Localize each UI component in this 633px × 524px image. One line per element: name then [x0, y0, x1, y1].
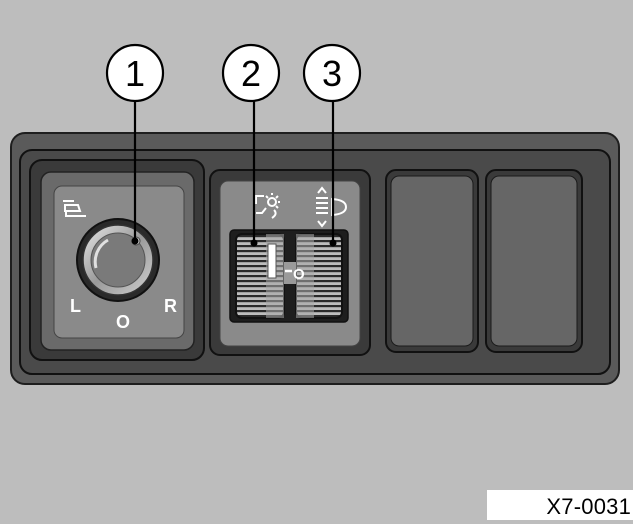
mirror-switch: L O R [29, 159, 205, 361]
callout-leaders [133, 100, 335, 243]
callout-2: 2 [221, 43, 281, 103]
headlamp-level-wheel[interactable] [295, 233, 343, 319]
callout-dots [131, 237, 337, 247]
mirror-right-label: R [164, 296, 177, 316]
callout-3-number: 3 [322, 53, 342, 94]
mirror-adjust-knob[interactable] [76, 218, 160, 302]
blank-switch-2 [485, 169, 583, 353]
callout-1-number: 1 [125, 53, 145, 94]
wheel-switch-module: O [209, 169, 371, 356]
headlamp-leveling-icon [316, 186, 348, 228]
callout-1: 1 [105, 43, 165, 103]
mirror-left-label: L [70, 296, 81, 316]
mirror-center-label: O [116, 312, 130, 332]
panel-dimmer-wheel[interactable] [235, 233, 285, 319]
leveling-zero-mark: O [284, 262, 305, 284]
mirror-icon [63, 200, 86, 217]
dashboard-light-icon [255, 193, 280, 219]
figure-id-label: X7-0031 [487, 490, 633, 520]
leveling-position-label: O [293, 266, 305, 283]
callout-3: 3 [302, 43, 362, 103]
blank-switch-1 [385, 169, 479, 353]
callout-2-number: 2 [241, 53, 261, 94]
